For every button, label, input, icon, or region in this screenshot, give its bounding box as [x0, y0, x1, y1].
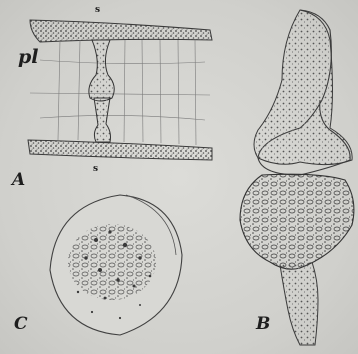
label-s-top: s — [95, 6, 100, 15]
label-figure-a: A — [12, 172, 25, 189]
figure-c — [50, 195, 182, 335]
label-s-bottom: s — [93, 165, 98, 174]
figure-a — [28, 20, 212, 160]
figure-b — [240, 10, 354, 345]
label-figure-c: C — [14, 316, 28, 333]
label-pl: pl — [18, 48, 39, 67]
label-figure-b: B — [256, 316, 270, 333]
